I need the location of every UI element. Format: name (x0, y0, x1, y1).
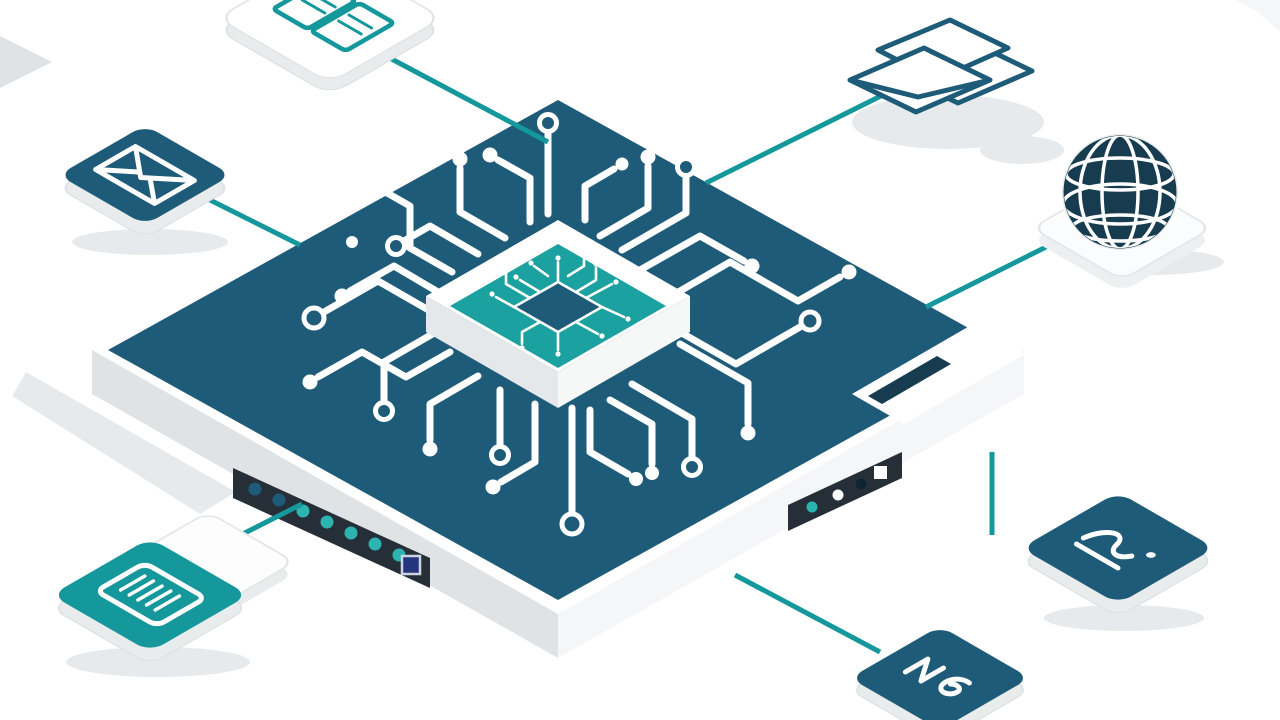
circuit-pad (489, 444, 511, 466)
chip-slab-right (558, 296, 690, 408)
chip-core (511, 280, 605, 334)
circuit-pad (346, 236, 358, 248)
circuit-trace (636, 232, 748, 274)
connector-line (924, 243, 1050, 310)
chip-circuitry (489, 247, 631, 357)
port-strip-body (788, 452, 902, 531)
printer-tile (57, 515, 289, 662)
circuit-pad (559, 511, 585, 537)
circuit-pad (373, 400, 395, 422)
envelope-tile-shadow (72, 229, 228, 255)
tile-face (65, 129, 225, 221)
circuit-trace (497, 400, 539, 486)
circuit-trace (581, 165, 618, 224)
mail-stack-shadow (980, 136, 1064, 164)
port-led (855, 478, 867, 490)
printer-tile-shadow (66, 647, 250, 677)
circuit-trace (456, 164, 509, 242)
connector-line (704, 81, 907, 186)
port-socket (874, 466, 887, 479)
handwriting-icon (1075, 525, 1156, 573)
envelope-icon (96, 147, 195, 204)
open-book-icon (273, 0, 394, 51)
circuit-trace (628, 380, 696, 462)
circuit-pad (629, 472, 643, 486)
circuit-pad (366, 177, 382, 193)
port-led (320, 515, 334, 529)
circuit-trace (346, 262, 442, 296)
background-shadows (0, 0, 1280, 677)
circuit-trace (494, 156, 534, 226)
circuit-pad (485, 479, 501, 495)
circuit-pad (302, 374, 318, 390)
connector-line (733, 572, 882, 655)
circuit-trace (662, 320, 804, 368)
port-led (248, 482, 262, 496)
circuit-trace (380, 328, 440, 406)
script-glyph-icon (905, 659, 971, 697)
corner-wedge-shadow (0, 36, 52, 88)
board-slab-left (92, 350, 558, 658)
mail-stack-shadow (852, 95, 1044, 149)
circuit-pad (537, 112, 559, 134)
circuit-pad (301, 305, 327, 331)
mail-stack (847, 17, 1035, 115)
circuit-pad (645, 466, 659, 480)
board-notch-bar (868, 356, 951, 404)
port-socket (400, 554, 422, 576)
circuit-pad (675, 156, 697, 178)
circuit-pad (422, 441, 438, 457)
tile-face (58, 542, 242, 648)
message-tile-shadow (1044, 605, 1204, 631)
tile-face (857, 630, 1023, 720)
board-notch (852, 324, 1025, 424)
circuit-pad (452, 151, 468, 167)
circuit-pad (640, 149, 656, 165)
cpu-chip (426, 220, 690, 408)
circuit-trace (378, 186, 456, 276)
chat-tile (856, 630, 1024, 720)
globe-icon (1060, 132, 1180, 252)
circuit-pad (681, 456, 703, 478)
circuit-pad (334, 288, 350, 304)
board-ground-shadow (12, 372, 236, 514)
circuit-pad (740, 425, 756, 441)
document-lines-icon (96, 563, 205, 626)
io-port-strip-left (233, 468, 430, 588)
circuit-trace (676, 340, 752, 428)
envelope-tile (64, 129, 226, 235)
mail-envelope-flap (849, 77, 991, 100)
port-led (344, 526, 358, 540)
message-tile (1027, 496, 1209, 614)
circuit-trace (586, 406, 632, 478)
circuit-pad (482, 147, 498, 163)
circuit-pad (841, 264, 857, 280)
globe-node (1037, 132, 1207, 288)
circuit-trace (596, 162, 652, 240)
circuit-traces (301, 112, 857, 537)
circuit-trace (606, 396, 656, 468)
circuit-trace (426, 372, 482, 444)
globe-outline (1060, 132, 1180, 252)
port-led (806, 501, 818, 513)
port-led (368, 537, 382, 551)
port-led (272, 493, 286, 507)
circuit-pad (798, 309, 822, 333)
io-port-strip-right (788, 452, 902, 531)
circuit-trace (618, 172, 690, 254)
tile-face (1028, 496, 1208, 600)
circuit-pad (615, 157, 629, 171)
chip-slab-left (426, 296, 558, 408)
document-tile-top (225, 0, 435, 91)
corner-wedge-shadow (1236, 0, 1280, 32)
circuit-trace (664, 258, 844, 305)
circuit-pad (385, 235, 407, 257)
port-led (832, 489, 844, 501)
